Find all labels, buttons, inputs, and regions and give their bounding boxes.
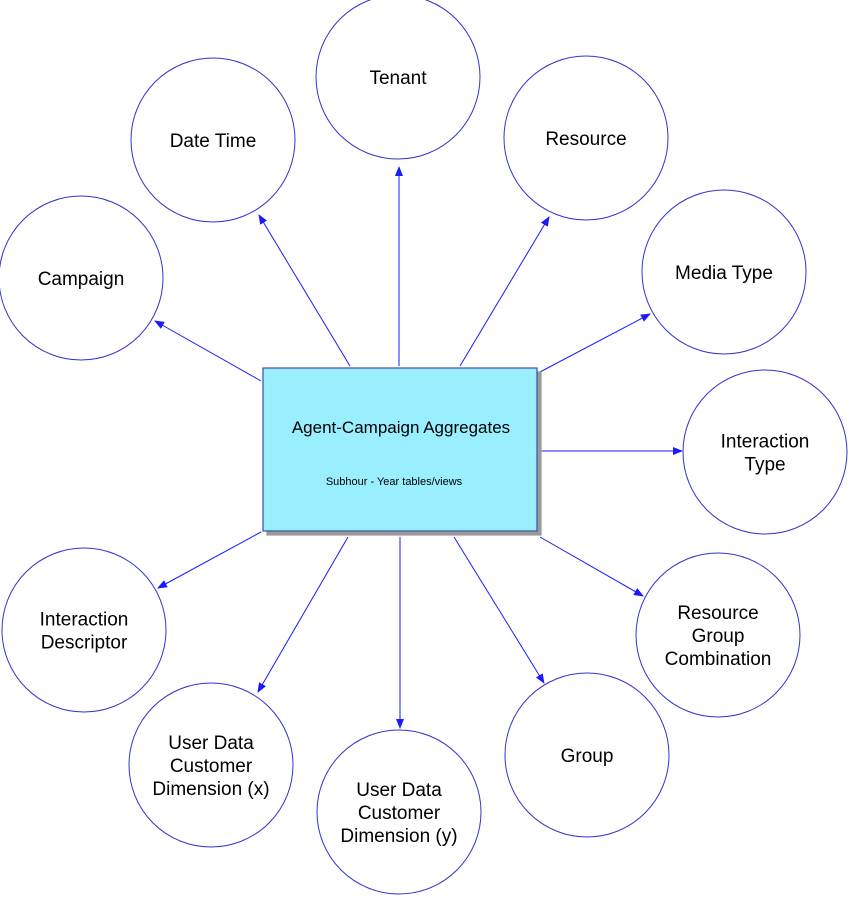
arrow-to-interaction-descriptor [157, 531, 262, 589]
node-circle-campaign[interactable] [0, 195, 164, 361]
node-label-interaction-descriptor: Descriptor [41, 633, 128, 654]
fact-table-rect[interactable] [262, 367, 538, 532]
arrow-to-resource [459, 216, 550, 367]
node-group[interactable]: Group [504, 672, 670, 838]
node-label-date-time: Date Time [170, 131, 257, 152]
node-circle-user-data-customer-dimension-x[interactable] [128, 682, 294, 848]
node-campaign[interactable]: Campaign [0, 195, 164, 361]
node-circle-resource-group-combination[interactable] [635, 552, 801, 718]
node-label-user-data-customer-dimension-x: Dimension (x) [152, 779, 269, 800]
node-resource[interactable]: Resource [503, 55, 669, 221]
node-label-resource-group-combination: Group [692, 626, 745, 647]
node-label-user-data-customer-dimension-y: Dimension (y) [340, 826, 457, 847]
node-circle-tenant[interactable] [315, 0, 481, 160]
arrow-to-media-type [539, 313, 651, 373]
arrow-to-group [453, 536, 545, 684]
node-circle-date-time[interactable] [130, 57, 296, 223]
fact-table-box[interactable]: Agent-Campaign Aggregates Subhour - Year… [262, 367, 538, 532]
node-label-tenant: Tenant [369, 68, 427, 89]
node-circle-user-data-customer-dimension-y[interactable] [316, 729, 482, 895]
node-media-type[interactable]: Media Type [641, 189, 807, 355]
arrows-layer [154, 166, 683, 729]
node-label-interaction-type: Type [744, 455, 785, 476]
node-label-group: Group [561, 746, 614, 767]
node-label-interaction-descriptor: Interaction [40, 610, 129, 631]
node-label-resource-group-combination: Resource [677, 603, 758, 624]
node-label-campaign: Campaign [38, 269, 125, 290]
node-label-user-data-customer-dimension-y: User Data [356, 780, 442, 801]
node-circle-group[interactable] [504, 672, 670, 838]
node-label-user-data-customer-dimension-x: Customer [170, 756, 253, 777]
fact-table-title: Agent-Campaign Aggregates [292, 418, 510, 437]
node-tenant[interactable]: Tenant [315, 0, 481, 160]
node-date-time[interactable]: Date Time [130, 57, 296, 223]
node-circle-resource[interactable] [503, 55, 669, 221]
arrow-to-date-time [258, 214, 351, 367]
node-label-user-data-customer-dimension-y: Customer [358, 803, 441, 824]
node-circle-media-type[interactable] [641, 189, 807, 355]
node-label-media-type: Media Type [675, 263, 773, 284]
arrow-to-resource-group-combination [539, 536, 644, 597]
node-label-resource-group-combination: Combination [665, 649, 772, 670]
arrow-to-user-data-customer-dimension-x [257, 536, 349, 693]
arrow-to-campaign [154, 320, 262, 382]
node-circle-interaction-descriptor[interactable] [1, 547, 167, 713]
node-label-user-data-customer-dimension-x: User Data [168, 733, 254, 754]
fact-table-subtitle: Subhour - Year tables/views [326, 476, 463, 488]
node-label-interaction-type: Interaction [721, 432, 810, 453]
node-label-resource: Resource [545, 129, 626, 150]
node-circle-interaction-type[interactable] [682, 369, 848, 535]
